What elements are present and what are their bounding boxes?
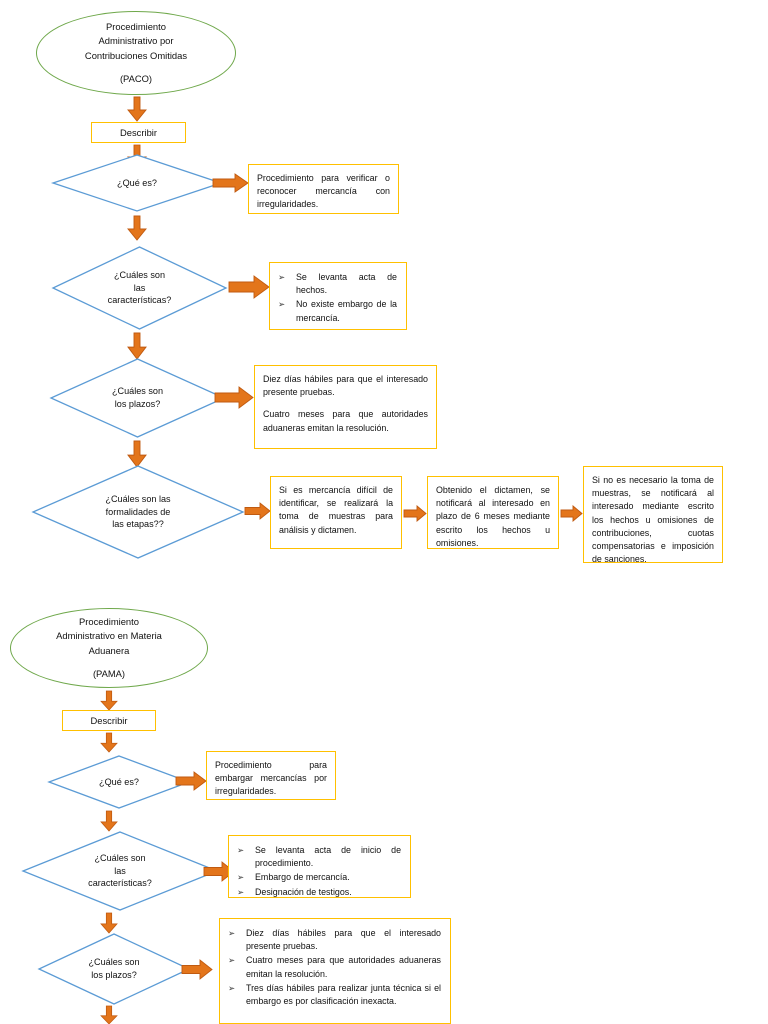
pama-arrow-down-1	[100, 690, 118, 711]
paco-arrow-right-1	[212, 173, 249, 193]
pama-answer-caracteristicas-list: ➢ Se levanta acta de inicio de procedimi…	[235, 844, 401, 899]
pama-arrow-down-4	[100, 912, 118, 934]
paco-answer-formalidades-3-p1: Si no es necesario la toma de muestras, …	[592, 475, 714, 565]
pama-start-line3: Aduanera	[88, 644, 130, 656]
paco-answer-que-es-p1: Procedimiento para verificar o reconocer…	[257, 173, 390, 210]
pama-start-line2: Administrativo en Materia	[56, 630, 162, 642]
paco-arrow-right-4a	[244, 502, 271, 520]
paco-arrow-down-4	[127, 332, 147, 360]
bullet-arrow-icon: ➢	[278, 299, 286, 310]
paco-decision-caracteristicas[interactable]: ¿Cuáles son las características?	[51, 246, 228, 330]
pama-process-describir-label: Describir	[90, 715, 128, 726]
paco-answer-plazos-p1: Diez días hábiles para que el interesado…	[263, 374, 428, 398]
paco-answer-plazos: Diez días hábiles para que el interesado…	[254, 365, 437, 449]
paco-arrow-right-4b	[403, 505, 427, 522]
paco-arrow-right-4c	[560, 505, 583, 522]
paco-arrow-down-3	[127, 215, 147, 241]
list-item: ➢ Cuatro meses para que autoridades adua…	[228, 955, 441, 979]
pama-arrow-right-1	[175, 771, 207, 791]
list-item: ➢ Se levanta acta de hechos.	[278, 272, 397, 296]
paco-decision-formalidades[interactable]: ¿Cuáles son las formalidades de las etap…	[31, 465, 245, 559]
paco-answer-que-es: Procedimiento para verificar o reconocer…	[248, 164, 399, 214]
pama-start-terminator: Procedimiento Administrativo en Materia …	[10, 608, 208, 688]
paco-arrow-down-5	[127, 440, 147, 468]
bullet-arrow-icon: ➢	[237, 886, 245, 897]
bullet-arrow-icon: ➢	[278, 272, 286, 282]
paco-answer-formalidades-2-p1: Obtenido el dictamen, se notificará al i…	[436, 485, 550, 548]
pama-answer-plazos-list: ➢ Diez días hábiles para que el interesa…	[226, 927, 441, 1008]
bullet-arrow-icon: ➢	[228, 955, 236, 966]
pama-arrow-down-2	[100, 732, 118, 753]
bullet-arrow-icon: ➢	[237, 872, 245, 883]
paco-answer-caracteristicas: ➢ Se levanta acta de hechos. ➢ No existe…	[269, 262, 407, 330]
list-item: ➢ No existe embargo de la mercancía.	[278, 299, 397, 323]
list-item: ➢ Diez días hábiles para que el interesa…	[228, 928, 441, 952]
list-item: ➢ Tres días hábiles para realizar junta …	[228, 982, 441, 1006]
bullet-arrow-icon: ➢	[228, 982, 236, 993]
paco-decision-que-es[interactable]: ¿Qué es?	[50, 154, 224, 212]
paco-process-describir-label: Describir	[120, 127, 157, 138]
pama-decision-plazos[interactable]: ¿Cuáles son los plazos?	[37, 933, 191, 1005]
paco-start-acronym: (PACO)	[119, 72, 153, 84]
paco-answer-formalidades-3: Si no es necesario la toma de muestras, …	[583, 466, 723, 565]
paco-arrow-down-1	[127, 96, 147, 122]
bullet-arrow-icon: ➢	[237, 845, 245, 855]
paco-start-terminator: Procedimiento Administrativo por Contrib…	[36, 11, 236, 95]
list-item: ➢ Embargo de mercancía.	[237, 872, 350, 883]
paco-decision-plazos[interactable]: ¿Cuáles son los plazos?	[49, 358, 226, 438]
bullet-arrow-icon: ➢	[228, 928, 236, 938]
paco-answer-plazos-p2: Cuatro meses para que autoridades aduane…	[263, 409, 428, 433]
pama-start-line1: Procedimiento	[79, 616, 139, 628]
paco-answer-formalidades-1: Si es mercancía difícil de identificar, …	[270, 476, 402, 549]
pama-decision-que-es[interactable]: ¿Qué es?	[47, 755, 191, 809]
paco-arrow-right-2	[228, 275, 270, 299]
list-item: ➢ Designación de testigos.	[237, 886, 352, 897]
paco-answer-formalidades-2: Obtenido el dictamen, se notificará al i…	[427, 476, 559, 549]
pama-arrow-right-3	[181, 959, 213, 980]
paco-answer-formalidades-1-p1: Si es mercancía difícil de identificar, …	[279, 485, 393, 535]
list-item: ➢ Se levanta acta de inicio de procedimi…	[237, 845, 401, 869]
paco-process-describir[interactable]: Describir	[91, 122, 186, 143]
pama-arrow-down-3	[100, 810, 118, 832]
pama-process-describir[interactable]: Describir	[62, 710, 156, 731]
pama-decision-caracteristicas[interactable]: ¿Cuáles son las características?	[21, 831, 219, 911]
paco-start-line1: Procedimiento	[106, 21, 166, 33]
pama-answer-caracteristicas: ➢ Se levanta acta de inicio de procedimi…	[228, 835, 411, 898]
paco-start-line3: Contribuciones Omitidas	[84, 49, 188, 61]
pama-start-acronym: (PAMA)	[92, 667, 126, 679]
pama-answer-que-es: Procedimiento para embargar mercancías p…	[206, 751, 336, 800]
paco-start-line2: Administrativo por	[98, 35, 174, 47]
pama-answer-plazos: ➢ Diez días hábiles para que el interesa…	[219, 918, 451, 1024]
paco-answer-caracteristicas-list: ➢ Se levanta acta de hechos. ➢ No existe…	[276, 271, 397, 325]
paco-arrow-right-3	[214, 386, 254, 409]
pama-answer-que-es-p1: Procedimiento para embargar mercancías p…	[215, 760, 327, 797]
pama-arrow-down-5	[100, 1005, 118, 1024]
